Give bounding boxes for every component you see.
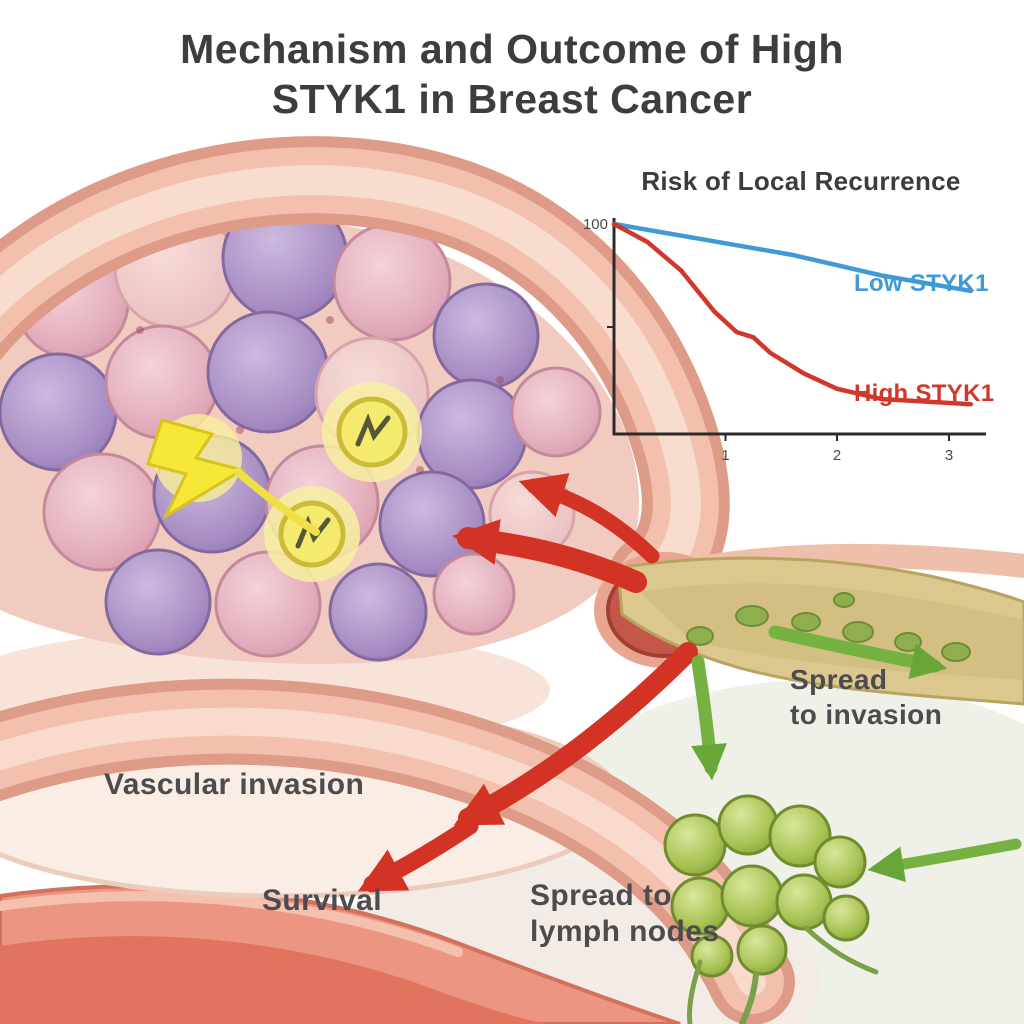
recurrence-chart: Risk of Local Recurrence 100 1 2 3 Low S…: [578, 166, 1024, 472]
chart-line-low-styk1: [611, 221, 974, 294]
bottom-blood-vessel: [0, 884, 681, 1024]
chart-line-high-styk1: [611, 221, 974, 407]
label-spread-to-invasion: Spread to invasion: [790, 662, 942, 732]
page-title-line1: Mechanism and Outcome of High: [180, 26, 844, 72]
legend-low-styk1: Low STYK1: [854, 270, 989, 297]
label-spread-to-lymph-nodes: Spread to lymph nodes: [530, 878, 719, 950]
chart-plot-area: 100 1 2 3: [583, 216, 986, 464]
label-spread-to-lymph-nodes-line1: Spread to: [530, 879, 672, 912]
x-tick-3: 3: [945, 447, 953, 464]
label-spread-to-invasion-line2: to invasion: [790, 699, 943, 730]
page-title: Mechanism and Outcome of High STYK1 in B…: [0, 24, 1024, 124]
y-axis-top-label: 100: [583, 216, 608, 233]
x-tick-1: 1: [721, 447, 729, 464]
green-spread-arrows: [691, 625, 1022, 883]
page-title-line2: STYK1 in Breast Cancer: [271, 76, 753, 123]
lymph-node-cluster: [663, 794, 870, 978]
signal-burst-icon-1: [322, 382, 422, 482]
chart-axes: [612, 218, 986, 436]
red-invasion-arrows: [357, 473, 698, 893]
lymph-vessel-stems: [687, 925, 879, 1024]
duct-upper-wall: [0, 136, 1024, 622]
legend-high-styk1: High STYK1: [854, 380, 995, 407]
x-tick-2: 2: [833, 447, 841, 464]
label-vascular-invasion: Vascular invasion: [104, 768, 365, 801]
lymphatic-vessel: [616, 556, 1024, 706]
label-survival: Survival: [262, 884, 382, 917]
chart-title: Risk of Local Recurrence: [641, 166, 961, 196]
lightning-bolt-icon: [146, 414, 320, 536]
label-spread-to-invasion-line1: Spread: [790, 664, 888, 695]
label-spread-to-lymph-nodes-line2: lymph nodes: [530, 915, 720, 948]
